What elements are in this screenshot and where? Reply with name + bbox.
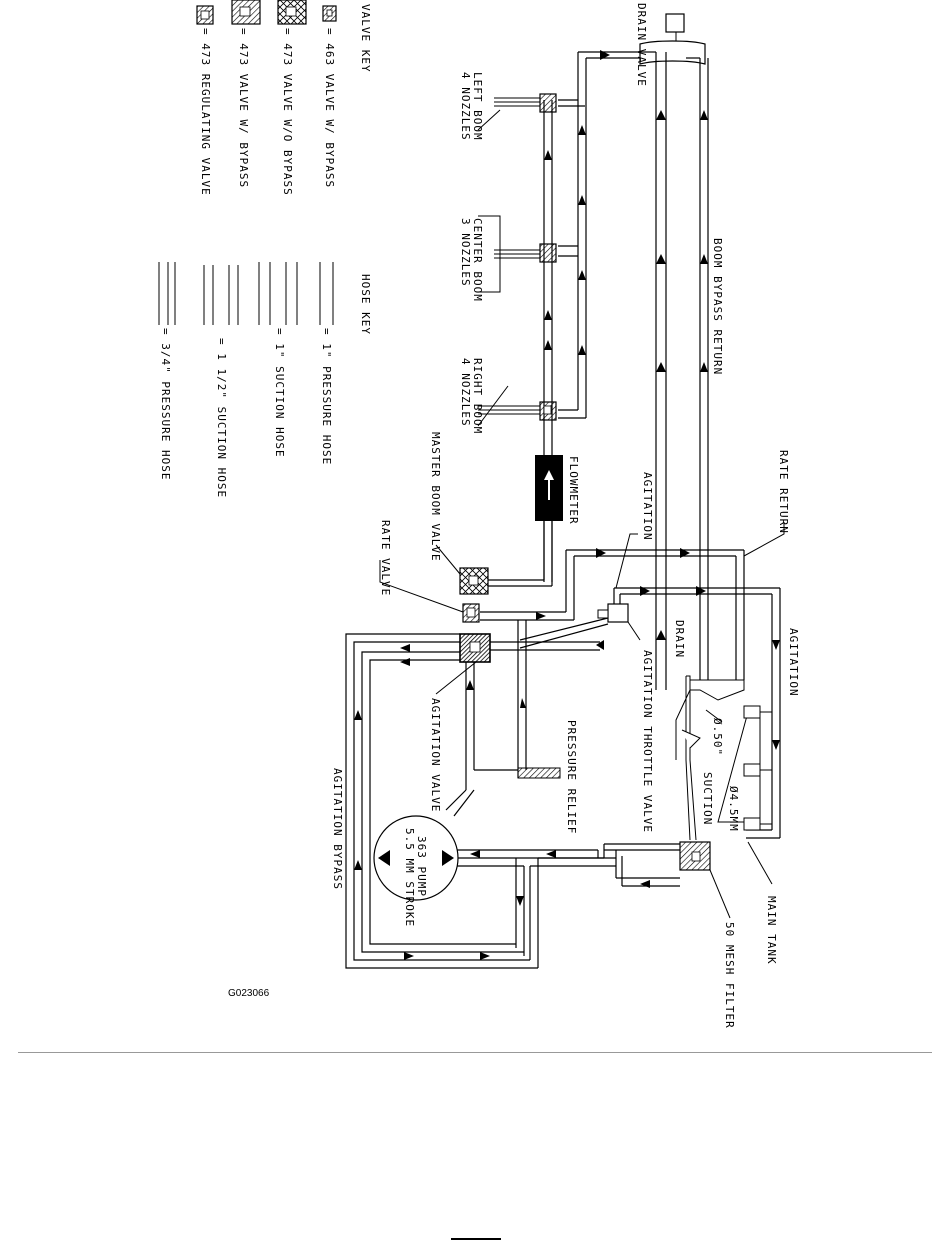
regulating-valve-icon [196, 5, 214, 25]
agitation-bypass-label: AGITATION BYPASS [331, 768, 344, 890]
valve-key-item-1: = 463 VALVE W/ BYPASS [323, 28, 336, 188]
agitation-valve [459, 633, 491, 663]
hose-key: HOSE KEY = 1" PRESSURE HOSE = 1" SUCTION… [158, 262, 372, 498]
left-boom-label: LEFT BOOM [471, 72, 484, 141]
center-boom-label: CENTER BOOM [471, 218, 484, 302]
pump-label-line2: 5.5 MM STROKE [403, 828, 416, 927]
agitation-bypass-loop [345, 633, 538, 969]
valve-key: VALVE KEY = 463 VALVE W/ BYPASS = 473 VA… [196, 0, 372, 196]
hose-1-5in-suction-sample [203, 265, 239, 325]
main-tank-label: MAIN TANK [765, 896, 778, 965]
right-boom-nozzles-label: 4 NOZZLES [459, 358, 472, 427]
agitation-right-label: AGITATION [787, 628, 800, 697]
valve-key-item-4: = 473 REGULATING VALVE [199, 28, 212, 196]
hose-key-item-1: = 1" PRESSURE HOSE [320, 328, 333, 465]
rate-valve-label: RATE VALVE [379, 520, 392, 596]
orifice-45mm-label: Ø4.5MM [727, 786, 740, 832]
pressure-relief [517, 767, 561, 779]
page-divider [18, 1052, 932, 1053]
orifice-50-label: Ø.50" [711, 718, 724, 756]
flowmeter-label: FLOWMETER [567, 456, 580, 525]
hose-key-title: HOSE KEY [359, 274, 372, 335]
hose-3-4in-pressure-sample [158, 262, 176, 325]
main-return-lines [640, 51, 709, 690]
mesh-filter-label: 50 MESH FILTER [723, 922, 736, 1029]
flowmeter [535, 455, 563, 521]
valve-key-item-2: = 473 VALVE W/O BYPASS [281, 28, 294, 196]
rate-return-label: RATE RETURN [777, 450, 790, 534]
center-boom-bracket [478, 215, 501, 293]
pressure-relief-label: PRESSURE RELIEF [565, 720, 578, 834]
agitation-top-label: AGITATION [641, 472, 654, 541]
left-boom-valve [539, 93, 557, 113]
boom-bypass-return-label: BOOM BYPASS RETURN [711, 238, 724, 375]
footer-rule [451, 1238, 501, 1240]
valve-463-bypass-icon [322, 5, 337, 22]
left-boom-nozzles-label: 4 NOZZLES [459, 72, 472, 141]
drain-valve [639, 13, 706, 65]
figure-code: G023066 [228, 988, 270, 999]
mesh-filter [679, 841, 711, 871]
valve-473-no-bypass-icon [277, 0, 307, 25]
master-boom-valve-label: MASTER BOOM VALVE [429, 432, 442, 562]
valve-473-bypass-icon [231, 0, 261, 25]
pump [373, 815, 459, 901]
pressure-lines [445, 620, 600, 817]
suction-label: SUCTION [701, 772, 714, 825]
suction-lines [456, 843, 680, 968]
valve-key-title: VALVE KEY [359, 4, 372, 73]
left-boom-leader [477, 109, 501, 131]
hose-key-item-2: = 1" SUCTION HOSE [273, 328, 286, 458]
agitation-valve-label: AGITATION VALVE [429, 698, 442, 812]
boom-bypass-lines [558, 51, 640, 419]
hose-1in-suction-sample [258, 262, 298, 325]
main-tank-internals [675, 675, 772, 841]
agitation-throttle-valve-label: AGITATION THROTTLE VALVE [641, 650, 654, 833]
agitation-throttle-valve [519, 603, 629, 649]
flow-arrows [354, 50, 780, 960]
drain-label: DRAIN [673, 620, 686, 658]
right-boom-valve [539, 401, 557, 421]
right-boom-label: RIGHT BOOM [471, 358, 484, 434]
center-boom-nozzles-label: 3 NOZZLES [459, 218, 472, 287]
hose-key-item-4: = 3/4" PRESSURE HOSE [159, 328, 172, 480]
drain-valve-label: DRAIN VALVE [635, 3, 648, 87]
hose-1in-pressure-sample [319, 262, 334, 325]
rate-return-lines [480, 549, 745, 680]
right-boom-leader [477, 385, 509, 427]
rate-valve [462, 603, 480, 623]
hose-key-item-3: = 1 1/2" SUCTION HOSE [215, 338, 228, 498]
valve-key-item-3: = 473 VALVE W/ BYPASS [237, 28, 250, 188]
pump-label-line1: 363 PUMP [415, 836, 428, 897]
center-boom-valve [539, 243, 557, 263]
master-boom-valve [459, 521, 553, 595]
